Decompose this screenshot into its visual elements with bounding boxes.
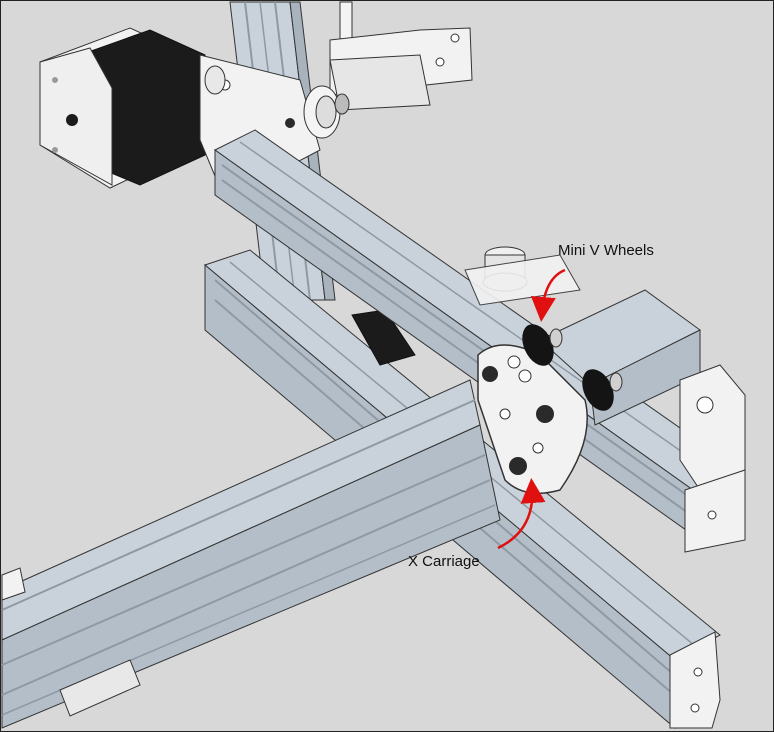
bottom-rail-plate [59, 659, 141, 717]
x-carriage-label: X Carriage [408, 553, 480, 570]
belt-block [351, 309, 416, 366]
bottom-left-bracket [1, 567, 26, 601]
z-idler-wheel [285, 85, 350, 139]
mini-v-wheels-arrow [530, 268, 566, 322]
y-rail-right [539, 289, 701, 426]
top-bracket-plate [329, 27, 473, 111]
y-rail-end-plate [669, 631, 721, 729]
pulley [464, 246, 581, 306]
stepper-motor [39, 27, 206, 189]
mini-v-wheels-label: Mini V Wheels [558, 242, 654, 259]
mini-v-wheel-1 [522, 324, 563, 366]
front-rail [1, 379, 501, 729]
x-carriage-arrow [497, 478, 546, 550]
mini-v-wheel-2 [582, 369, 623, 411]
x-rail-end-plate [679, 364, 746, 553]
